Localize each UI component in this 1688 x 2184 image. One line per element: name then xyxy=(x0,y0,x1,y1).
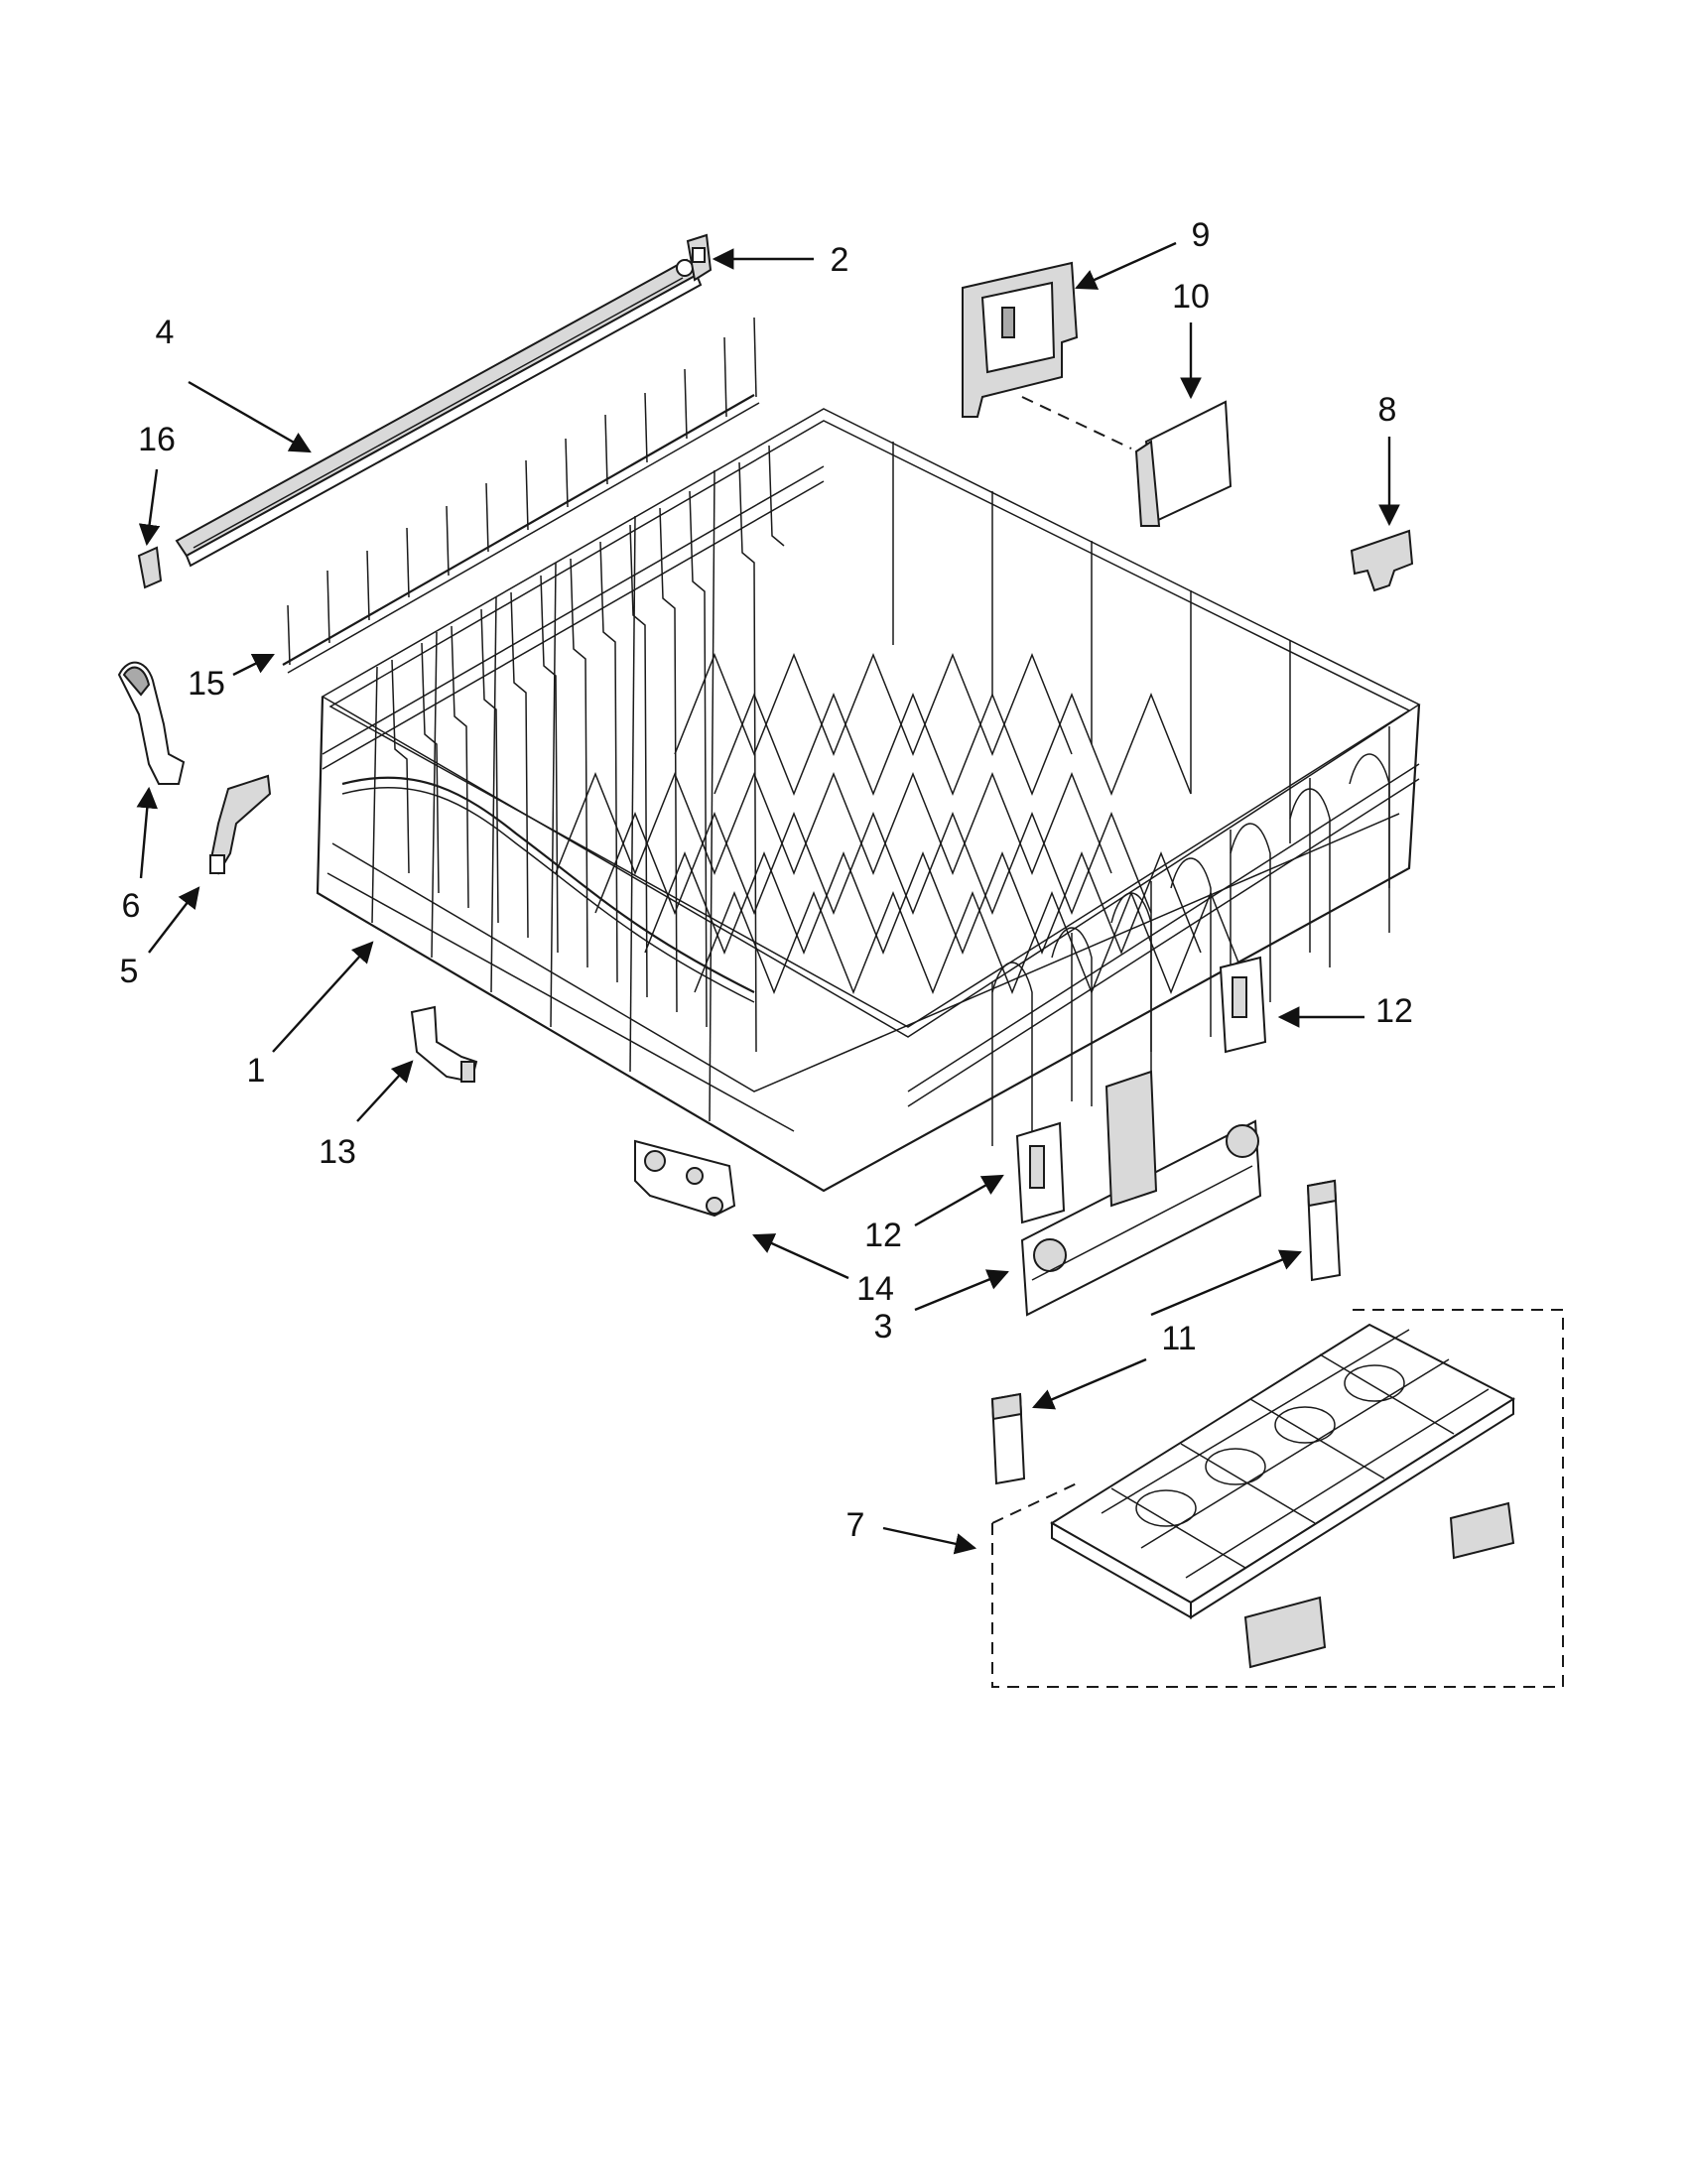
rail-part xyxy=(175,258,703,568)
cap-part-12-lower xyxy=(1015,1121,1066,1224)
clip-part-13 xyxy=(410,1005,478,1084)
callout-9: 9 xyxy=(1192,216,1211,254)
cover-part-10 xyxy=(1134,400,1233,527)
callout-6: 6 xyxy=(122,887,141,925)
callout-10: 10 xyxy=(1172,278,1210,316)
callout-8: 8 xyxy=(1378,391,1397,429)
callout-1: 1 xyxy=(247,1052,266,1090)
callout-12-lower: 12 xyxy=(864,1217,902,1254)
stop-part-11-left xyxy=(990,1392,1026,1485)
cap-part-12-upper xyxy=(1219,956,1267,1054)
clip-part-2 xyxy=(686,233,713,282)
callout-3: 3 xyxy=(874,1308,893,1346)
callout-5: 5 xyxy=(120,953,139,990)
tine-row-part xyxy=(282,317,760,674)
end-cap-part-16 xyxy=(137,546,163,589)
callout-7: 7 xyxy=(846,1506,865,1544)
callout-4: 4 xyxy=(156,314,175,351)
adjuster-rail-part-3 xyxy=(1020,1070,1262,1317)
stop-part-11-right xyxy=(1306,1179,1342,1282)
callout-12-upper: 12 xyxy=(1375,992,1413,1030)
callout-14: 14 xyxy=(856,1270,894,1308)
tray-part-7 xyxy=(991,1309,1564,1688)
callout-11: 11 xyxy=(1161,1320,1196,1357)
callout-2: 2 xyxy=(831,241,849,279)
assembly-dash-9-10 xyxy=(1021,396,1132,450)
housing-part-9 xyxy=(962,261,1079,418)
callout-15: 15 xyxy=(188,665,225,703)
clip-part-8 xyxy=(1350,529,1414,592)
callout-arrows xyxy=(136,241,1400,1555)
upper-rack xyxy=(316,408,1421,1193)
callout-16: 16 xyxy=(138,421,176,458)
hook-part-6 xyxy=(117,661,186,785)
callout-13: 13 xyxy=(319,1133,356,1171)
adjuster-part-14 xyxy=(634,1139,736,1218)
callout-labels: 1 2 3 4 5 6 7 8 9 10 11 12 12 13 14 15 1… xyxy=(120,216,1413,1544)
bracket-part-5 xyxy=(208,774,272,875)
